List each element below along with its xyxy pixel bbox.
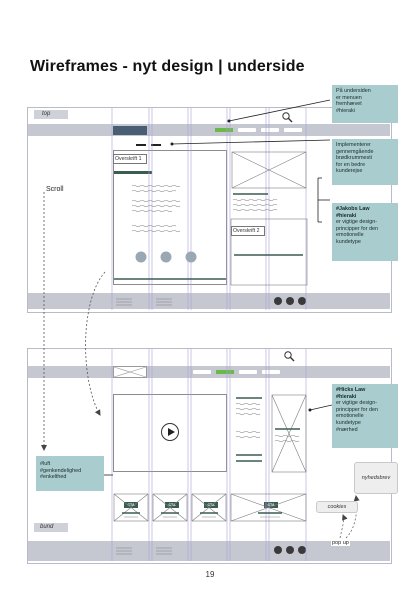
note-tag: #hieraki xyxy=(336,393,357,400)
menu-item xyxy=(262,370,280,374)
play-icon xyxy=(161,423,179,441)
social-dot xyxy=(298,297,306,305)
image-placeholder xyxy=(271,394,307,473)
newsletter-popup: nyhedsbrev xyxy=(354,462,398,494)
menu-item-active xyxy=(216,370,234,374)
menu-item xyxy=(261,128,279,132)
bottom-label: bund xyxy=(40,524,54,530)
note-line: brødkrummesti xyxy=(336,155,372,162)
note-line: På undersiden xyxy=(336,88,371,94)
social-dot xyxy=(274,546,282,554)
note-line: emotionelle xyxy=(336,232,364,239)
grid-lines xyxy=(111,108,307,561)
menu-item xyxy=(284,128,302,132)
note-menu: På undersiden er menuen fremhævet #hiera… xyxy=(332,85,398,123)
search-icon xyxy=(282,112,293,123)
page-number: 19 xyxy=(205,570,215,579)
social-dot xyxy=(286,546,294,554)
note-line: er menuen xyxy=(336,94,362,101)
breadcrumb xyxy=(151,144,161,146)
heading-underline xyxy=(114,171,152,174)
popup-label: pop up xyxy=(331,540,350,546)
note-line: #nærhed xyxy=(336,426,358,433)
social-dot xyxy=(298,546,306,554)
menu-item xyxy=(239,370,257,374)
note-line: #luft xyxy=(40,461,51,467)
social-dot xyxy=(286,297,294,305)
note-tags: #luft #genkendelighed #enkelthed xyxy=(36,456,104,491)
icon-placeholder-circles xyxy=(135,251,197,263)
note-hicks-law: #Hicks Law #hieraki er vigtige design- p… xyxy=(332,384,398,448)
cookies-label: cookies xyxy=(327,504,347,510)
note-line: fremhævet xyxy=(336,101,362,108)
social-dot xyxy=(274,297,282,305)
image-placeholder xyxy=(231,151,307,189)
page-title: Wireframes - nyt design | underside xyxy=(30,58,305,75)
note-line: #genkendelighed xyxy=(40,467,82,474)
note-line: kunderejse xyxy=(336,168,363,175)
heading-2: Overskrift 2 xyxy=(233,228,260,234)
search-icon xyxy=(284,351,295,362)
heading-1-box xyxy=(113,154,147,164)
note-line: kundetype xyxy=(336,238,361,245)
top-logo xyxy=(113,126,147,135)
menu-item xyxy=(238,128,256,132)
note-title: #Hicks Law xyxy=(336,387,366,393)
note-tag: #hieraki xyxy=(336,212,357,219)
note-line: #enkelthed xyxy=(40,474,67,481)
cta-card-placeholder xyxy=(113,493,307,522)
main-content-box xyxy=(113,150,227,285)
heading-1: Overskrift 1 xyxy=(115,156,142,162)
note-line: for en bedre xyxy=(336,161,366,168)
bottom-label-box xyxy=(34,523,68,532)
note-line: principper for den xyxy=(336,225,378,232)
cookies-popup: cookies xyxy=(316,501,358,513)
cta-button: CTA xyxy=(264,502,278,508)
note-line: #hieraki xyxy=(336,107,355,114)
note-line: principper for den xyxy=(336,406,378,413)
heading-2-box xyxy=(231,226,265,236)
top-label: top xyxy=(42,111,51,117)
newsletter-label: nyhedsbrev xyxy=(361,475,391,481)
note-line: Implementerer xyxy=(336,142,371,148)
note-line: kundetype xyxy=(336,419,361,426)
top-label-box xyxy=(34,110,68,119)
cta-button: CTA xyxy=(124,502,138,508)
breadcrumb xyxy=(136,144,146,146)
note-line: gennemgående xyxy=(336,148,374,155)
note-jakobs-law: #Jakobs Law #hieraki er vigtige design- … xyxy=(332,203,398,261)
note-line: emotionelle xyxy=(336,413,364,420)
cta-button: CTA xyxy=(165,502,179,508)
cta-button: CTA xyxy=(204,502,218,508)
note-line: er vigtige design- xyxy=(336,400,378,407)
note-line: er vigtige design- xyxy=(336,219,378,226)
scroll-label: Scroll xyxy=(46,186,64,193)
menu-item-active xyxy=(215,128,233,132)
menu-item xyxy=(193,370,211,374)
body-text-placeholder xyxy=(131,185,181,232)
video-box xyxy=(113,394,227,472)
note-breadcrumb: Implementerer gennemgående brødkrummesti… xyxy=(332,139,398,185)
note-title: #Jakobs Law xyxy=(336,206,370,212)
